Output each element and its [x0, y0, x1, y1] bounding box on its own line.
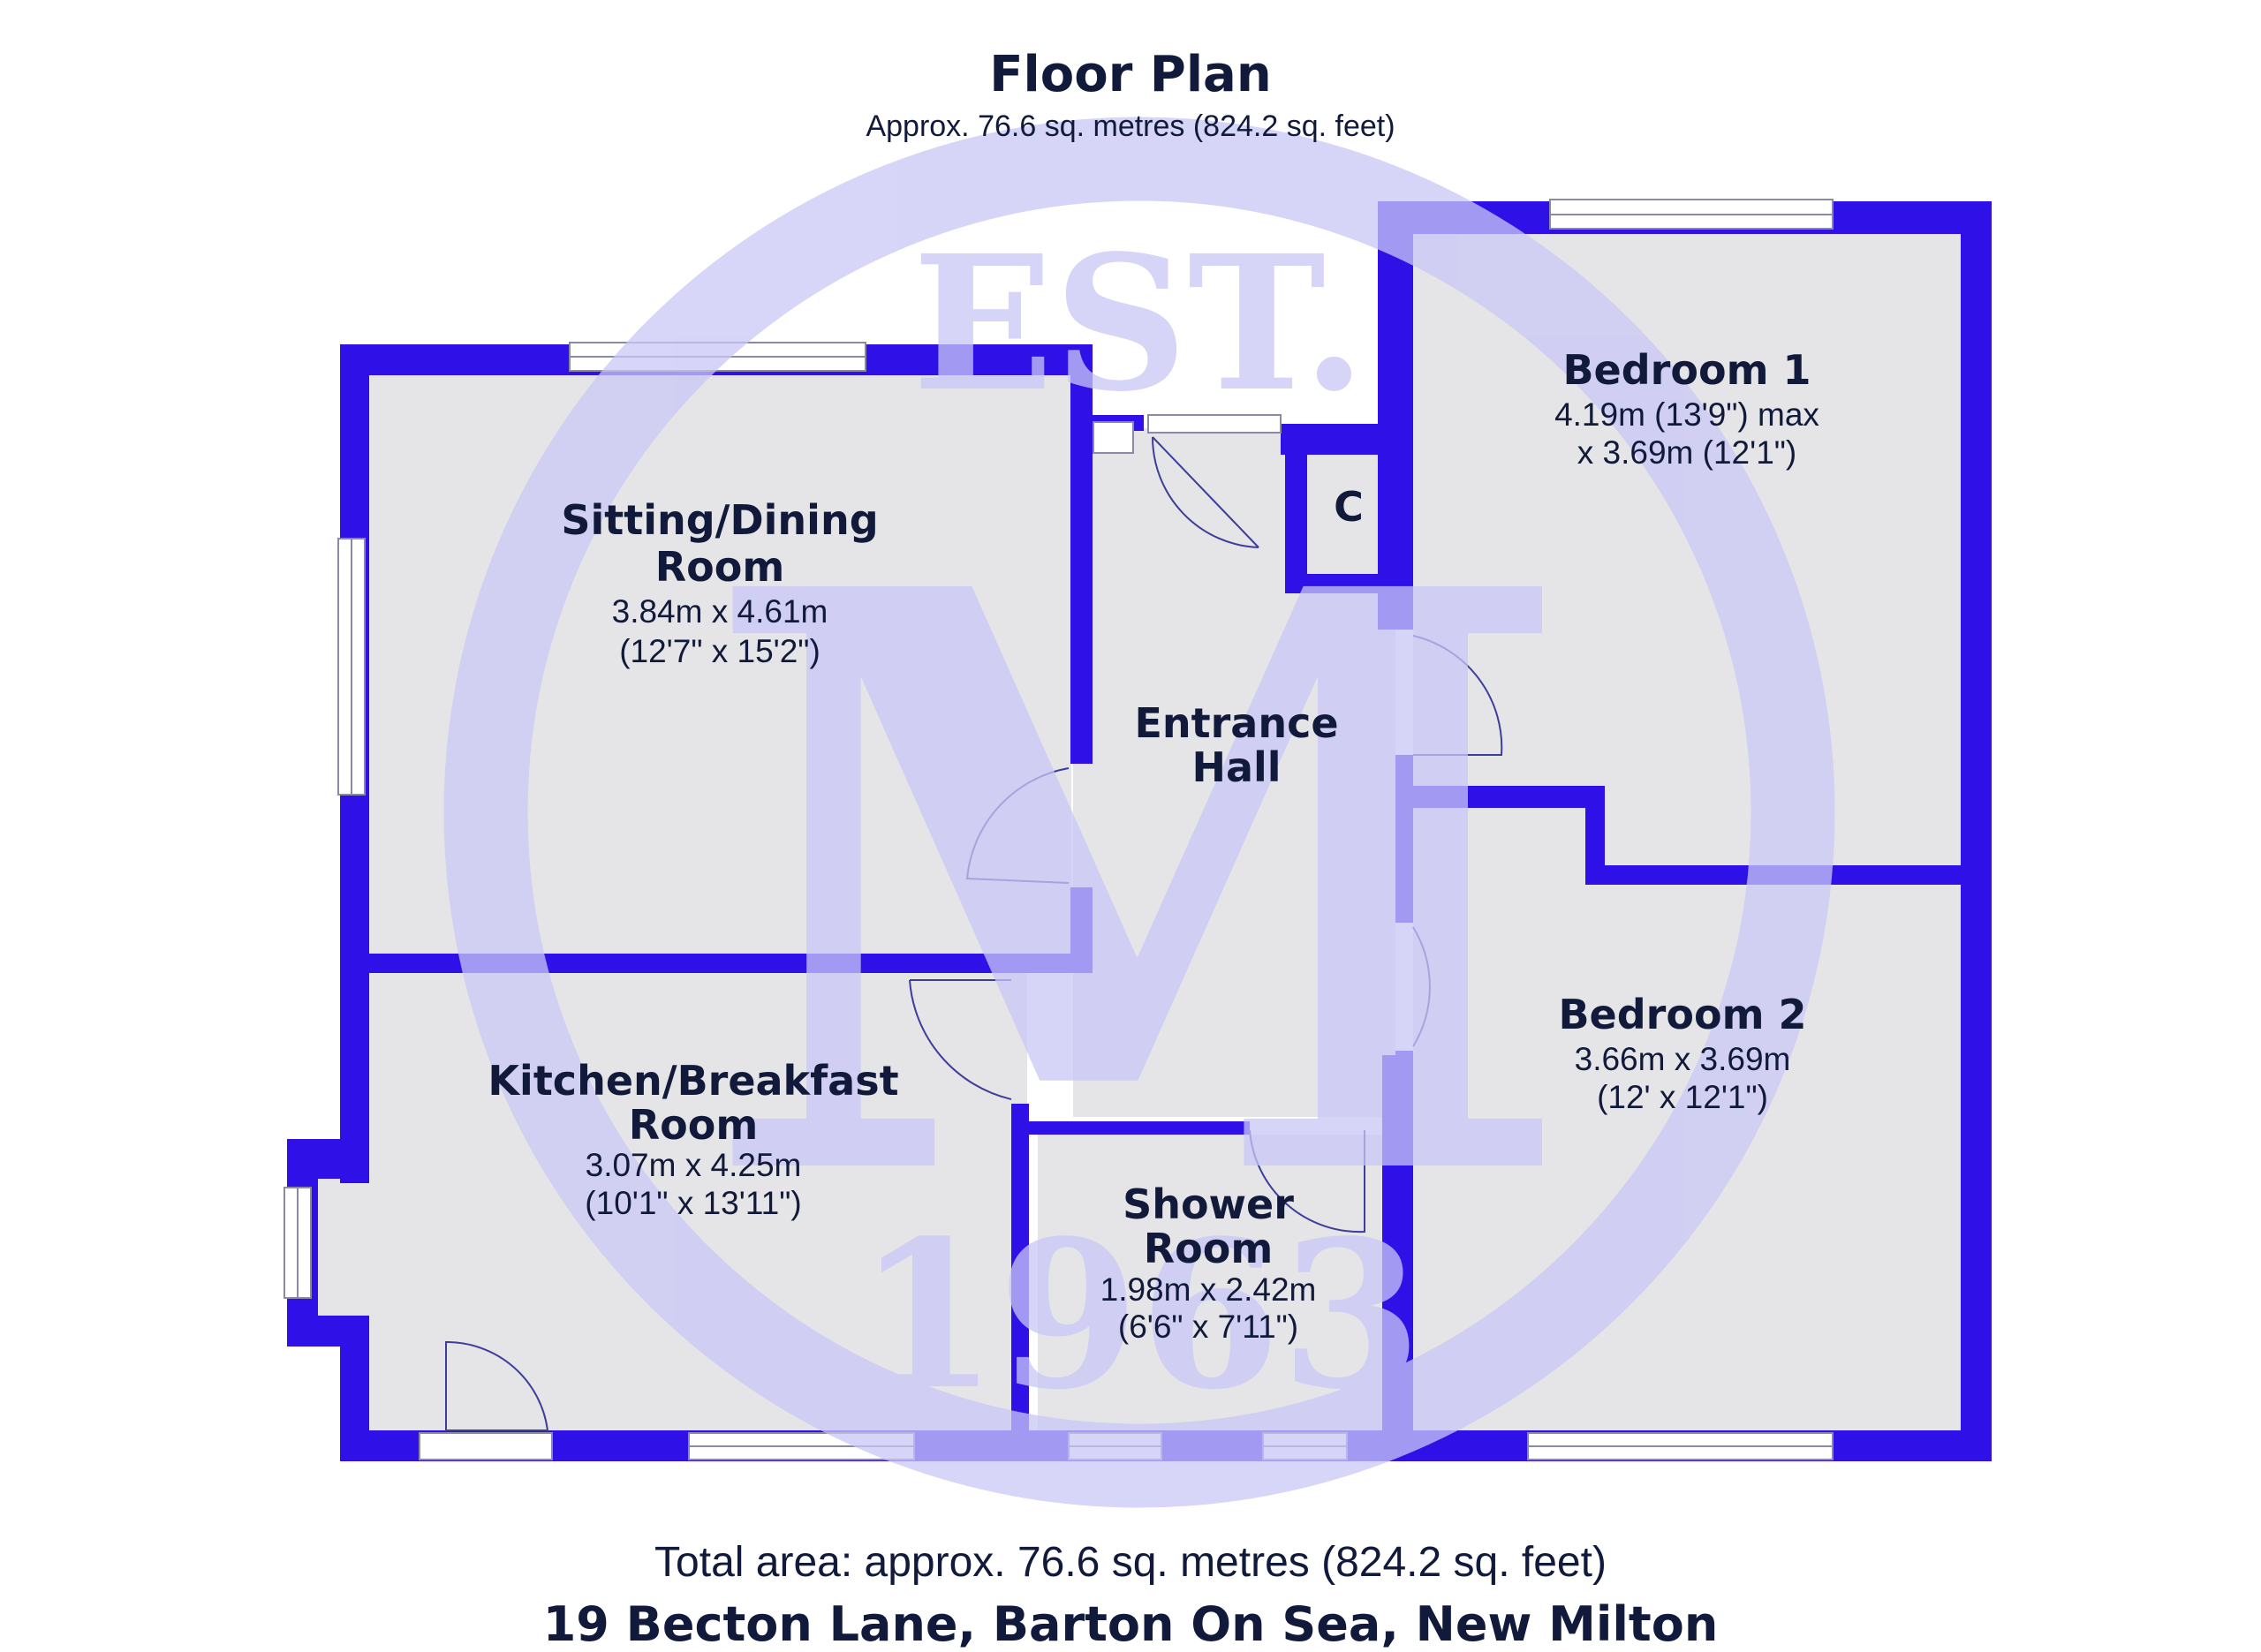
wall-bed2-left — [1395, 1051, 1413, 1448]
wall-bed-partition-b — [1585, 786, 1605, 874]
bedroom2-dim-2: (12' x 12'1") — [1597, 1079, 1768, 1115]
kitchen-name-1: Kitchen/Breakfast — [488, 1057, 898, 1105]
kitchen-dim-1: 3.07m x 4.25m — [586, 1147, 802, 1183]
shower-floor — [1038, 1135, 1391, 1430]
door-entrance — [1151, 436, 1259, 548]
window-kitchen-door — [419, 1432, 553, 1460]
cupboard-floor — [1307, 455, 1391, 578]
watermark-letter: M — [699, 420, 1579, 1354]
kitchen-floor — [369, 971, 1027, 1430]
shower-name-2: Room — [1144, 1225, 1274, 1272]
bedroom1-floor — [1413, 234, 1961, 865]
door-kitchen — [909, 979, 1012, 1100]
shower-name-1: Shower — [1123, 1181, 1294, 1228]
door-bed2 — [1412, 926, 1431, 1047]
bedroom2-dim-1: 3.66m x 3.69m — [1575, 1041, 1791, 1077]
sitting-dim-2: (12'7" x 15'2") — [619, 633, 820, 669]
cupboard-label: C — [1334, 483, 1364, 531]
hall-name-2: Hall — [1191, 743, 1281, 791]
wall-bed1-left-top — [1378, 201, 1413, 630]
kitchen-name-2: Room — [629, 1101, 759, 1149]
window-hall-small — [1093, 421, 1134, 454]
plan-title: Floor Plan — [989, 46, 1272, 103]
sitting-dim-1: 3.84m x 4.61m — [612, 593, 828, 630]
bedroom1-dim-2: x 3.69m (12'1") — [1577, 434, 1796, 471]
wall-sitting-right-top — [1070, 344, 1093, 764]
sitting-name-2: Room — [655, 543, 785, 591]
door-bed1 — [1412, 635, 1503, 756]
door-shower — [1249, 1129, 1365, 1233]
doors — [445, 436, 1503, 1431]
window-entrance — [1147, 414, 1282, 434]
total-area: Total area: approx. 76.6 sq. metres (824… — [654, 1539, 1607, 1586]
sitting-name-1: Sitting/Dining — [561, 496, 878, 544]
bedroom1-dim-1: 4.19m (13'9") max — [1554, 396, 1819, 433]
wall-shower-top — [1011, 1121, 1250, 1135]
bedroom2-name: Bedroom 2 — [1558, 991, 1806, 1038]
room-labels: Sitting/Dining Room 3.84m x 4.61m (12'7"… — [488, 346, 1819, 1345]
door-sitting — [965, 767, 1070, 884]
wall-cupboard-left — [1285, 424, 1307, 592]
hall-name-1: Entrance — [1134, 699, 1338, 747]
watermark-year: 1963 — [857, 1196, 1422, 1435]
kitchen-dim-2: (10'1" x 13'11") — [585, 1185, 801, 1221]
property-address: 19 Becton Lane, Barton On Sea, New Milto… — [542, 1596, 1719, 1652]
watermark: EST. M 1963 — [443, 117, 1835, 1508]
plan-subtitle: Approx. 76.6 sq. metres (824.2 sq. feet) — [866, 109, 1395, 143]
door-kitchen-back — [445, 1340, 549, 1431]
shower-dim-1: 1.98m x 2.42m — [1100, 1271, 1317, 1308]
watermark-est: EST. — [912, 215, 1366, 433]
wall-cupboard-bottom — [1285, 574, 1404, 593]
wall-bed-partition-a — [1400, 786, 1603, 808]
shower-dim-2: (6'6" x 7'11") — [1118, 1309, 1298, 1345]
kitchen-bay-floor — [318, 1179, 380, 1324]
wall-kitchen-right — [1011, 1104, 1029, 1444]
bedroom1-name: Bedroom 1 — [1562, 346, 1811, 394]
wall-bay-bottom — [287, 1316, 369, 1346]
wall-right — [1961, 201, 1992, 1461]
watermark-ring — [443, 117, 1835, 1508]
